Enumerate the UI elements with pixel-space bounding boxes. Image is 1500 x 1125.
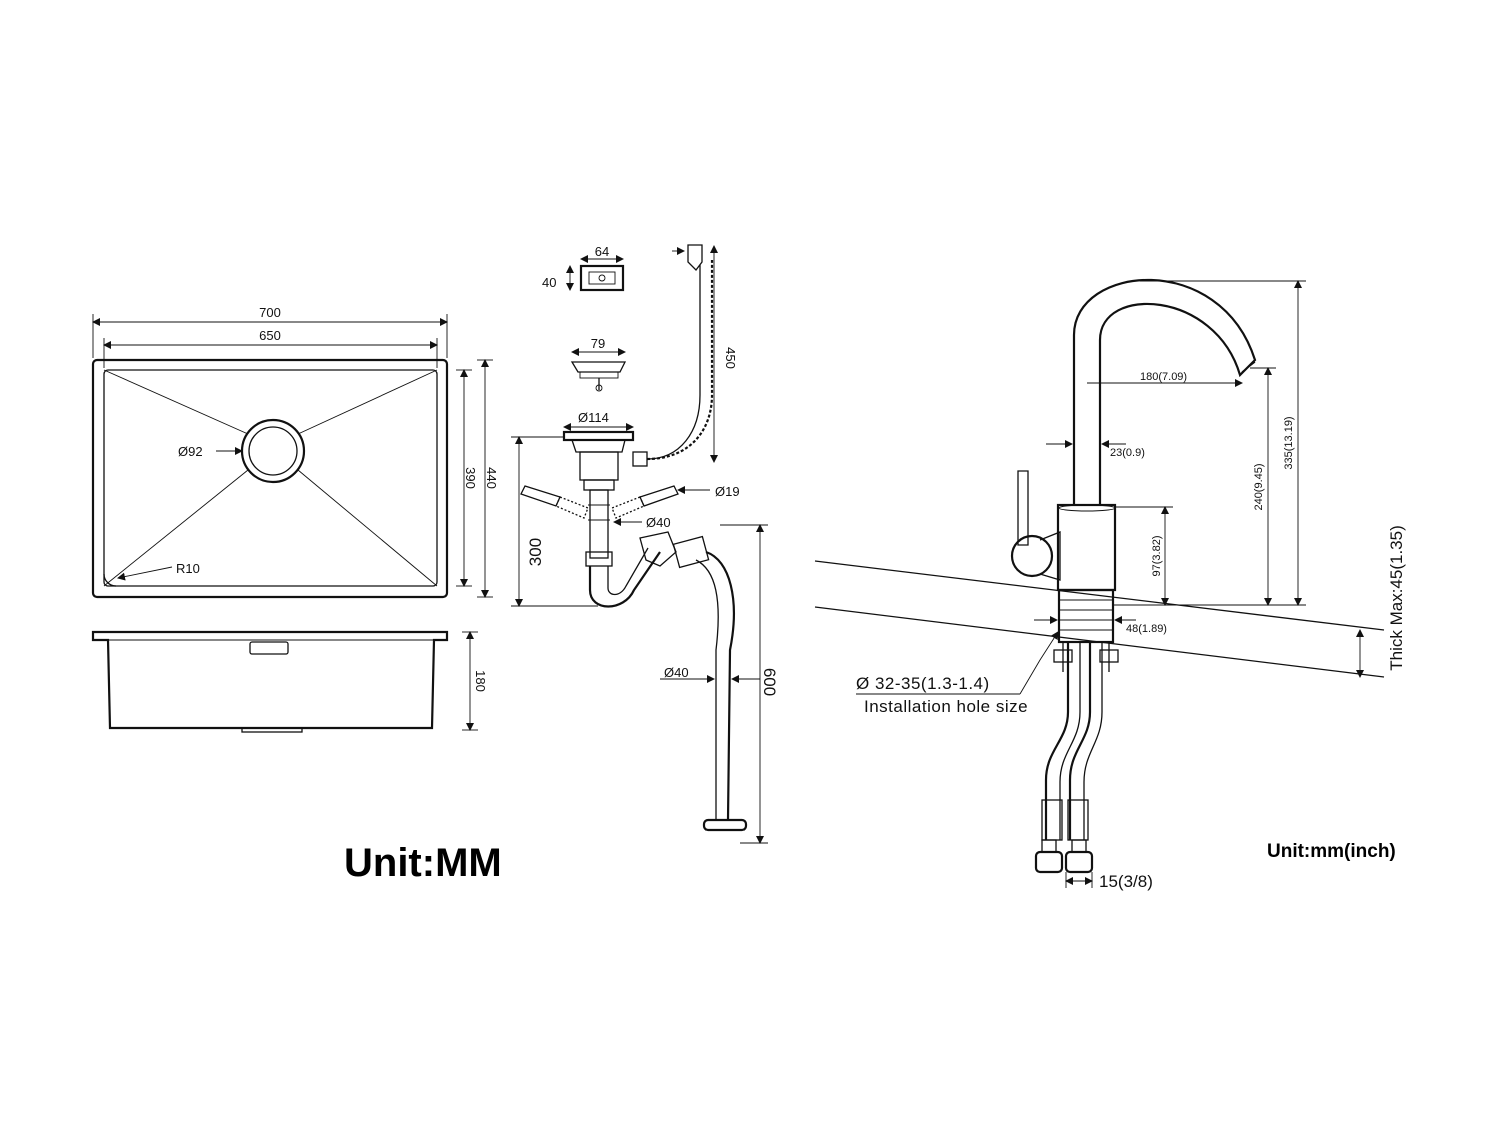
dim-corner-radius: R10 — [176, 561, 200, 576]
dim-base-diameter: 48(1.89) — [1126, 623, 1167, 635]
dim-trap-height: 300 — [526, 538, 545, 566]
faucet-handle — [1010, 534, 1054, 578]
dim-outlet-hose: 600 — [760, 668, 779, 696]
dim-overflow-width: 64 — [595, 244, 609, 259]
dim-inner-depth: 390 — [463, 467, 478, 489]
dim-hole-size: Ø 32-35(1.3-1.4) — [856, 674, 990, 693]
dim-body-height: 97(3.82) — [1151, 536, 1163, 577]
dim-hose-connector: 15(3/8) — [1099, 872, 1153, 891]
dim-outer-depth: 440 — [484, 467, 499, 489]
faucet-spout — [1072, 278, 1257, 505]
unit-label-left: Unit:MM — [344, 841, 502, 885]
dim-trap-diameter: Ø40 — [646, 515, 671, 530]
dim-outlet-diameter: Ø40 — [664, 665, 689, 680]
dim-overflow-height: 40 — [542, 275, 556, 290]
overflow-cover — [579, 264, 625, 292]
dim-outer-width: 700 — [259, 305, 281, 320]
drain-outer-ring — [240, 418, 306, 484]
dim-inner-width: 650 — [259, 328, 281, 343]
sink-top-view: 700 650 Ø92 R10 390 440 — [91, 305, 499, 599]
dim-total-height: 335(13.19) — [1283, 416, 1295, 469]
dim-overflow-hose: 450 — [723, 347, 738, 369]
faucet: 180(7.09) 23(0.9) 240(9.45) 335(13.19) 9… — [814, 278, 1406, 891]
drain-hole — [248, 426, 298, 476]
dim-spout-height: 240(9.45) — [1253, 463, 1265, 510]
unit-label-right: Unit:mm(inch) — [1267, 841, 1396, 862]
dim-spout-diameter: 23(0.9) — [1110, 447, 1145, 459]
dim-basket-diameter: 79 — [591, 336, 605, 351]
dim-side-inlet: Ø19 — [715, 484, 740, 499]
dim-thick-max: Thick Max:45(1.35) — [1387, 525, 1406, 671]
dim-reach: 180(7.09) — [1140, 371, 1187, 383]
faucet-body — [1056, 503, 1117, 592]
drain-kit: 64 40 79 Ø114 450 Ø19 — [511, 244, 779, 844]
dim-drain-diameter: Ø92 — [178, 444, 203, 459]
hole-size-label: Installation hole size — [864, 697, 1028, 716]
dim-flange-diameter: Ø114 — [578, 410, 609, 425]
sink-side-view: 180 — [91, 630, 488, 733]
dim-sink-height: 180 — [473, 670, 488, 692]
